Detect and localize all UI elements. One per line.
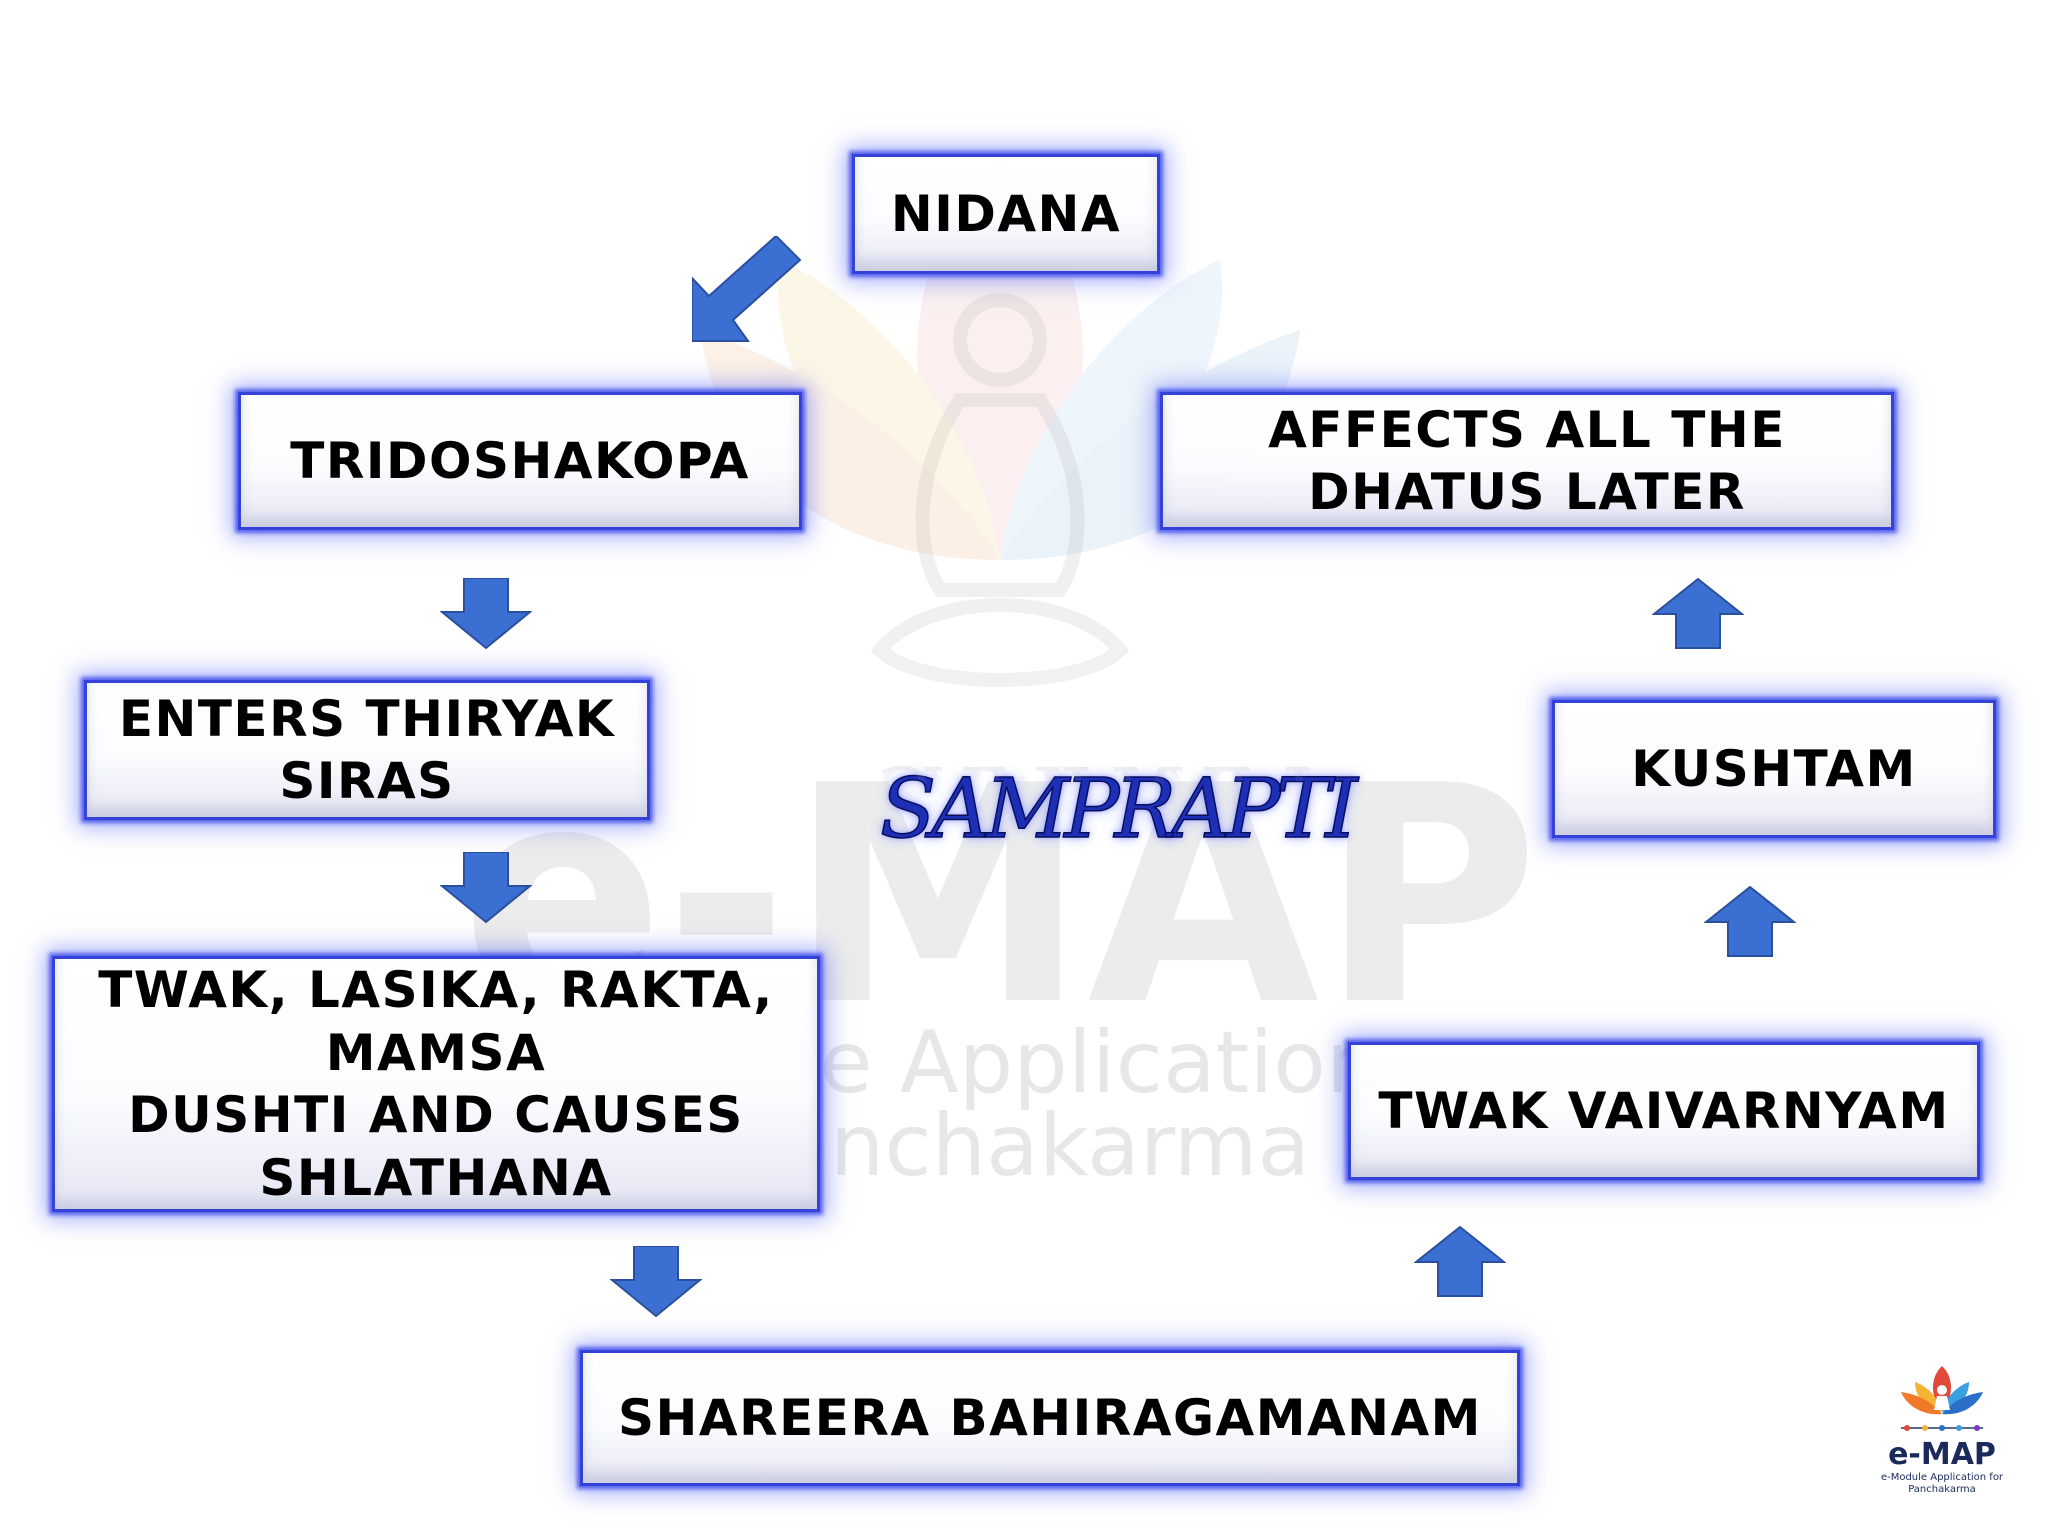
- node-kushtam: KUSHTAM: [1552, 700, 1996, 838]
- node-twak-vaivarnyam: TWAK VAIVARNYAM: [1348, 1042, 1980, 1180]
- node-tridoshakopa: TRIDOSHAKOPA: [238, 392, 802, 530]
- emap-logo: e-MAP e-Module Application for Panchakar…: [1852, 1360, 2032, 1520]
- lotus-logo-icon: [1901, 1366, 1983, 1431]
- arrow-up-icon: [1652, 578, 1744, 649]
- node-nidana: NIDANA: [852, 154, 1160, 274]
- logo-subtitle-line-1: e-Module Application for: [1880, 1472, 2004, 1483]
- arrow-up-icon: [1704, 886, 1796, 957]
- watermark-line-2: nchakarma: [830, 1096, 1310, 1196]
- arrow-down-left-icon: [692, 236, 802, 342]
- arrow-down-icon: [610, 1246, 702, 1318]
- arrow-down-icon: [440, 852, 532, 924]
- logo-brand: e-MAP: [1888, 1437, 1996, 1472]
- diagram-title: SAMPRAPTI: [879, 761, 1358, 858]
- diagram-title-reflection: SAMPRAPTI: [880, 747, 1353, 842]
- meditating-figure-icon: [870, 293, 1130, 687]
- arrow-down-icon: [440, 578, 532, 650]
- node-affects-all-dhatus: AFFECTS ALL THE DHATUS LATER: [1160, 392, 1894, 530]
- arrow-up-icon: [1414, 1226, 1506, 1297]
- watermark-line-1: e Application: [820, 1013, 1381, 1113]
- node-dushti-shlathana: TWAK, LASIKA, RAKTA, MAMSA DUSHTI AND CA…: [52, 956, 820, 1212]
- logo-subtitle-line-2: Panchakarma: [1908, 1483, 1976, 1495]
- logo-subtitle: e-Module Application for Panchakarma: [1852, 1472, 2032, 1495]
- node-enters-thiryak-siras: ENTERS THIRYAK SIRAS: [84, 680, 650, 820]
- node-shareera-bahiragamanam: SHAREERA BAHIRAGAMANAM: [580, 1350, 1520, 1486]
